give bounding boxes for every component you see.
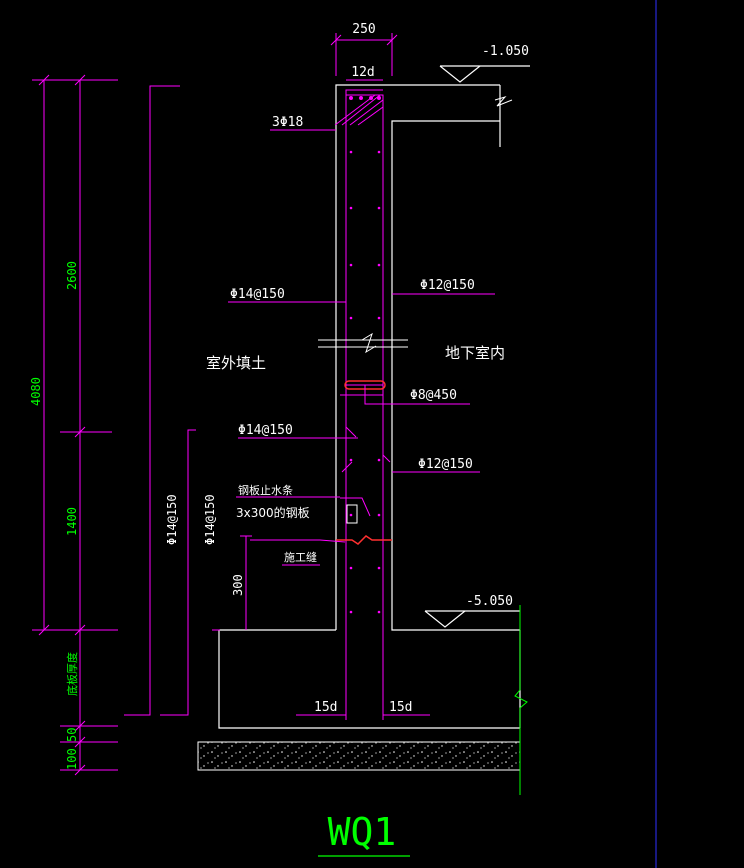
- elevation-markers: [424, 65, 530, 628]
- rebar-top-bars: 3Φ18: [272, 115, 303, 130]
- wall-break-mark: [318, 332, 408, 354]
- rebar-outer-upper: Φ14@150: [230, 287, 285, 302]
- dim-layer-50: 50: [65, 728, 79, 742]
- waterstop-leader: [340, 497, 371, 517]
- dim-lower-height: 1400: [65, 507, 79, 536]
- dim-anchor-right-bottom: 15d: [389, 700, 412, 715]
- boundary-break-line: [514, 605, 528, 795]
- dim-stop-height: 300: [231, 574, 245, 596]
- wall-outline: [218, 84, 521, 729]
- rebar-outer-lower: Φ14@150: [238, 423, 293, 438]
- rebar-tie: Φ8@450: [410, 388, 457, 403]
- rebar-outer-left-1: Φ14@150: [165, 494, 179, 545]
- waterstop-plate: [346, 504, 358, 524]
- note-outside-fill: 室外填土: [206, 354, 266, 372]
- gravel-cushion: [197, 741, 521, 771]
- note-basement-inside: 地下室内: [445, 344, 505, 362]
- joint-leader: [250, 539, 346, 543]
- note-waterstop-2: 3x300的钢板: [236, 505, 310, 520]
- rebar-dots: [349, 96, 381, 614]
- rebar-outer-left-2: Φ14@150: [203, 494, 217, 545]
- top-break-mark: [494, 96, 513, 107]
- dim-wall-thickness: 250: [352, 22, 375, 37]
- dim-slab-thickness: 底板厚度: [65, 652, 79, 696]
- dim-total-height: 4080: [29, 377, 43, 406]
- drawing-title: WQ1: [328, 810, 397, 854]
- dim-anchor-left-bottom: 15d: [314, 700, 337, 715]
- elevation-top: -1.050: [482, 44, 529, 59]
- note-waterstop-1: 钢板止水条: [238, 483, 293, 497]
- construction-joint-line: [336, 535, 392, 545]
- rebar-inner-lower: Φ12@150: [418, 457, 473, 472]
- elevation-bottom: -5.050: [466, 594, 513, 609]
- note-construction-joint: 施工缝: [284, 550, 317, 564]
- rebar-lines: [296, 89, 430, 720]
- dim-anchor-top: 12d: [351, 65, 374, 80]
- dimension-lines: [32, 33, 495, 776]
- dim-layer-100: 100: [65, 748, 79, 770]
- rebar-inner-upper: Φ12@150: [420, 278, 475, 293]
- dim-upper-height: 2600: [65, 261, 79, 290]
